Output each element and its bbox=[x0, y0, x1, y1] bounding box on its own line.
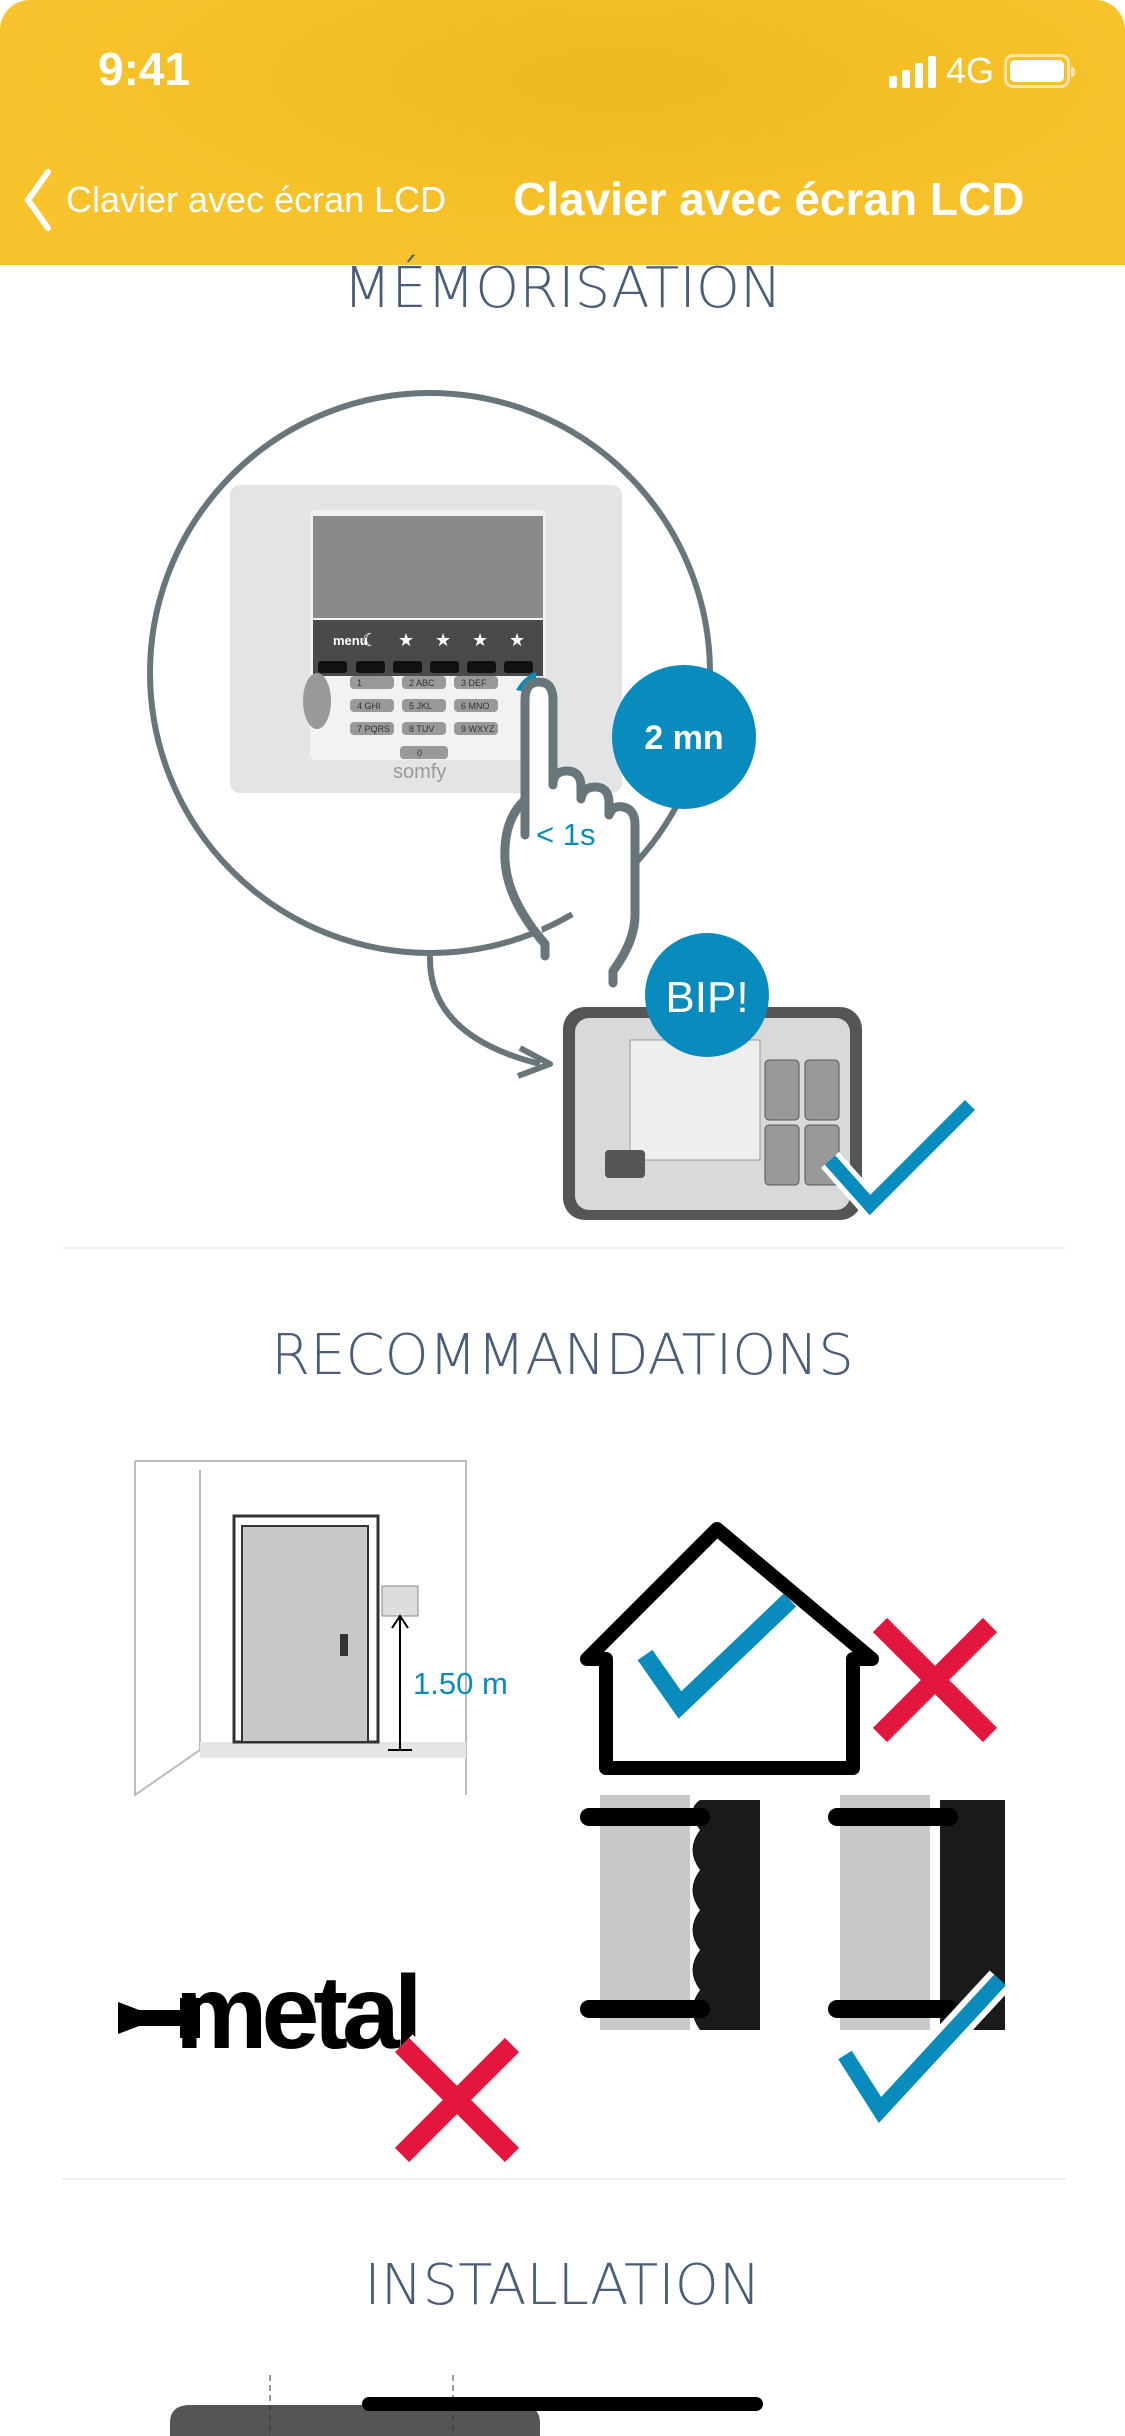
svg-text:4 GHI: 4 GHI bbox=[357, 701, 381, 711]
chevron-left-icon bbox=[24, 169, 51, 231]
section-title-recommandations: RECOMMANDATIONS bbox=[271, 1323, 854, 1388]
beep-badge bbox=[645, 933, 769, 1057]
svg-text:★: ★ bbox=[398, 630, 414, 651]
svg-text:0: 0 bbox=[417, 748, 422, 758]
height-label: 1.50 m bbox=[413, 1666, 508, 1701]
installation-illustration bbox=[170, 2375, 540, 2436]
recommandations-illustration: 1.50 m metal bbox=[118, 1460, 1011, 2166]
timer-badge-label: 2 mn bbox=[644, 719, 723, 757]
menu-key-label: menu bbox=[333, 633, 368, 648]
svg-text:★: ★ bbox=[509, 630, 525, 651]
back-button[interactable]: Clavier avec écran LCD bbox=[22, 168, 446, 232]
svg-text:6 MNO: 6 MNO bbox=[461, 701, 490, 711]
home-indicator[interactable] bbox=[362, 2397, 763, 2411]
svg-text:2 ABC: 2 ABC bbox=[409, 678, 435, 688]
svg-text:7 PQRS: 7 PQRS bbox=[357, 724, 390, 734]
room-door-illustration bbox=[134, 1460, 467, 1797]
svg-text:8 TUV: 8 TUV bbox=[409, 724, 434, 734]
check-icon bbox=[838, 1974, 1006, 2124]
timer-badge bbox=[612, 665, 756, 809]
svg-text:☾: ☾ bbox=[362, 630, 378, 651]
status-indicators: 4G bbox=[888, 50, 1075, 92]
page-title: Clavier avec écran LCD bbox=[513, 173, 1025, 225]
mode-icons: ☾ ★ ★ ★ ★ bbox=[362, 630, 525, 651]
header-bar: 9:41 4G Clavier avec écran LCD Clavier a… bbox=[0, 0, 1125, 265]
svg-text:1: 1 bbox=[357, 678, 362, 688]
status-time: 9:41 bbox=[98, 43, 191, 95]
hand-pointer-icon bbox=[500, 677, 640, 988]
press-duration-label: < 1s bbox=[536, 817, 595, 852]
cross-icon bbox=[872, 1617, 998, 1743]
section-title-installation: INSTALLATION bbox=[364, 2253, 761, 2318]
check-icon bbox=[637, 1593, 797, 1719]
numeric-keys: 1 2 ABC 3 DEF 4 GHI 5 JKL 6 MNO 7 PQRS 8… bbox=[350, 676, 498, 759]
back-label: Clavier avec écran LCD bbox=[66, 179, 447, 220]
section-title-memorisation: MÉMORISATION bbox=[343, 256, 782, 321]
memorisation-illustration: menu ☾ ★ ★ ★ ★ 1 2 ABC 3 DEF 4 GHI 5 JKL 6 M… bbox=[147, 390, 979, 1223]
divider bbox=[62, 2178, 1066, 2180]
check-icon bbox=[824, 1100, 975, 1216]
uneven-wall-illustration bbox=[580, 1795, 760, 2030]
signal-icon bbox=[888, 54, 936, 88]
battery-icon bbox=[1004, 54, 1075, 88]
network-type: 4G bbox=[945, 50, 994, 91]
svg-text:5 JKL: 5 JKL bbox=[409, 701, 432, 711]
cross-icon bbox=[394, 2037, 520, 2163]
beep-badge-label: BIP! bbox=[665, 973, 748, 1022]
lcd-screen bbox=[313, 516, 543, 618]
svg-text:9 WXYZ: 9 WXYZ bbox=[461, 724, 495, 734]
brand-logo: somfy bbox=[393, 761, 446, 783]
svg-text:3 DEF: 3 DEF bbox=[461, 678, 487, 688]
metal-label: metal bbox=[175, 1955, 417, 2071]
svg-text:★: ★ bbox=[472, 630, 488, 651]
divider bbox=[62, 1247, 1066, 1249]
metal-surface-illustration: metal bbox=[118, 1955, 423, 2071]
home-key bbox=[303, 673, 331, 729]
arrow-icon bbox=[516, 1045, 553, 1079]
svg-text:★: ★ bbox=[435, 630, 451, 651]
